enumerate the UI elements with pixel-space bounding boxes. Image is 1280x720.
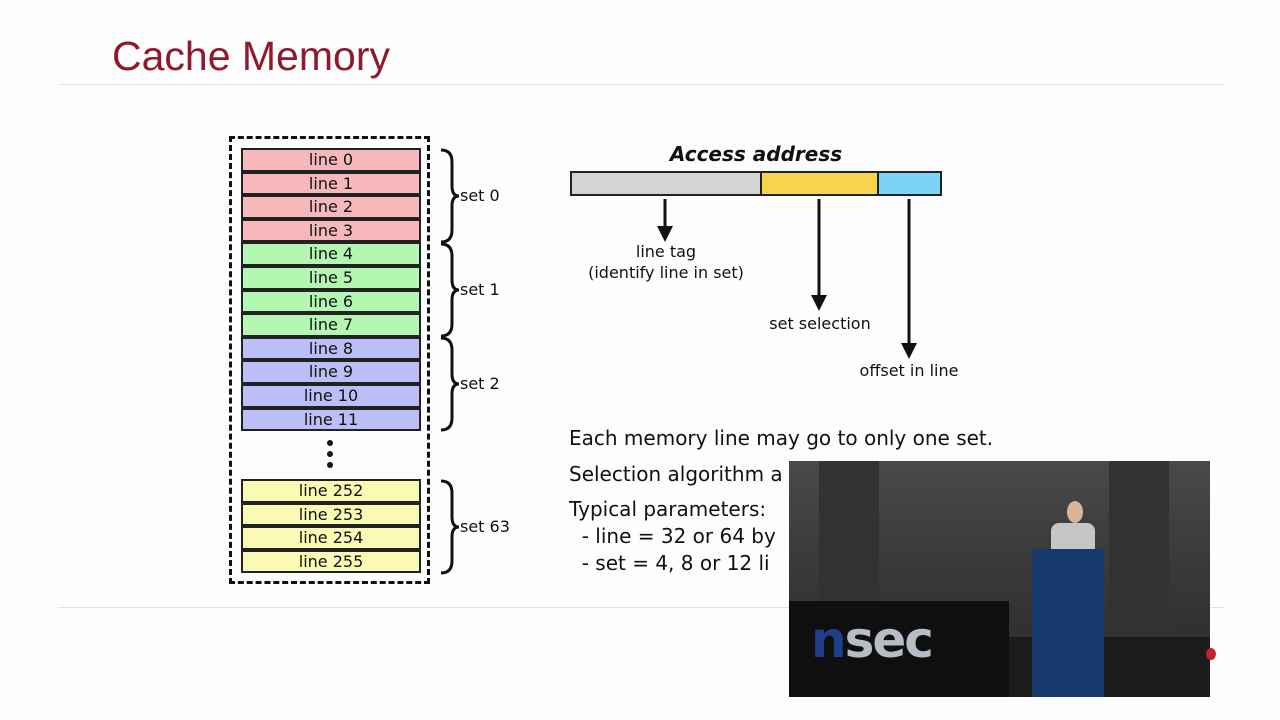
cache-line: line 2 [241, 195, 421, 219]
set-label-2: set 2 [460, 374, 500, 393]
speaker-video: nsec [789, 461, 1210, 697]
offset-in-line-label: offset in line [859, 361, 959, 380]
access-address-title: Access address [669, 142, 843, 166]
slide-corner-mark [1206, 648, 1216, 660]
slide-title: Cache Memory [112, 33, 390, 79]
cache-line: line 1 [241, 171, 421, 196]
speaker-head [1067, 501, 1083, 523]
cache-line: line 11 [241, 407, 421, 432]
text-line-1: Each memory line may go to only one set. [569, 426, 994, 450]
cache-line: line 6 [241, 289, 421, 314]
text-line-4: - line = 32 or 64 by [569, 524, 776, 548]
title-divider [58, 84, 1224, 85]
offset-field [879, 173, 940, 194]
cache-line: line 5 [241, 266, 421, 290]
access-address-bar [570, 171, 942, 196]
set-selection-label: set selection [769, 314, 871, 333]
cache-line: line 254 [241, 526, 421, 550]
podium [1032, 549, 1104, 697]
speaker-body [1051, 523, 1095, 553]
cache-line: line 255 [241, 549, 421, 574]
text-line-3: Typical parameters: [569, 497, 767, 521]
nsec-logo: nsec [811, 611, 934, 669]
cache-line: line 0 [241, 148, 421, 172]
cache-line: line 8 [241, 336, 421, 361]
text-line-5: - set = 4, 8 or 12 li [569, 551, 770, 575]
cache-line: line 3 [241, 218, 421, 243]
ellipsis-dots [327, 440, 335, 473]
set-field [762, 173, 879, 194]
tag-field [572, 173, 762, 194]
set-label-0: set 0 [460, 186, 500, 205]
cache-line: line 10 [241, 384, 421, 408]
set-label-63: set 63 [460, 517, 510, 536]
cache-line: line 7 [241, 313, 421, 337]
footer-divider [58, 607, 1224, 608]
cache-outline [229, 136, 430, 584]
cache-line: line 9 [241, 360, 421, 384]
text-line-2: Selection algorithm a [569, 462, 783, 486]
set-label-1: set 1 [460, 280, 500, 299]
line-tag-label: line tag (identify line in set) [588, 242, 744, 282]
cache-line: line 253 [241, 502, 421, 527]
cache-line: line 252 [241, 479, 421, 503]
video-banner [789, 601, 1009, 697]
cache-line: line 4 [241, 242, 421, 266]
